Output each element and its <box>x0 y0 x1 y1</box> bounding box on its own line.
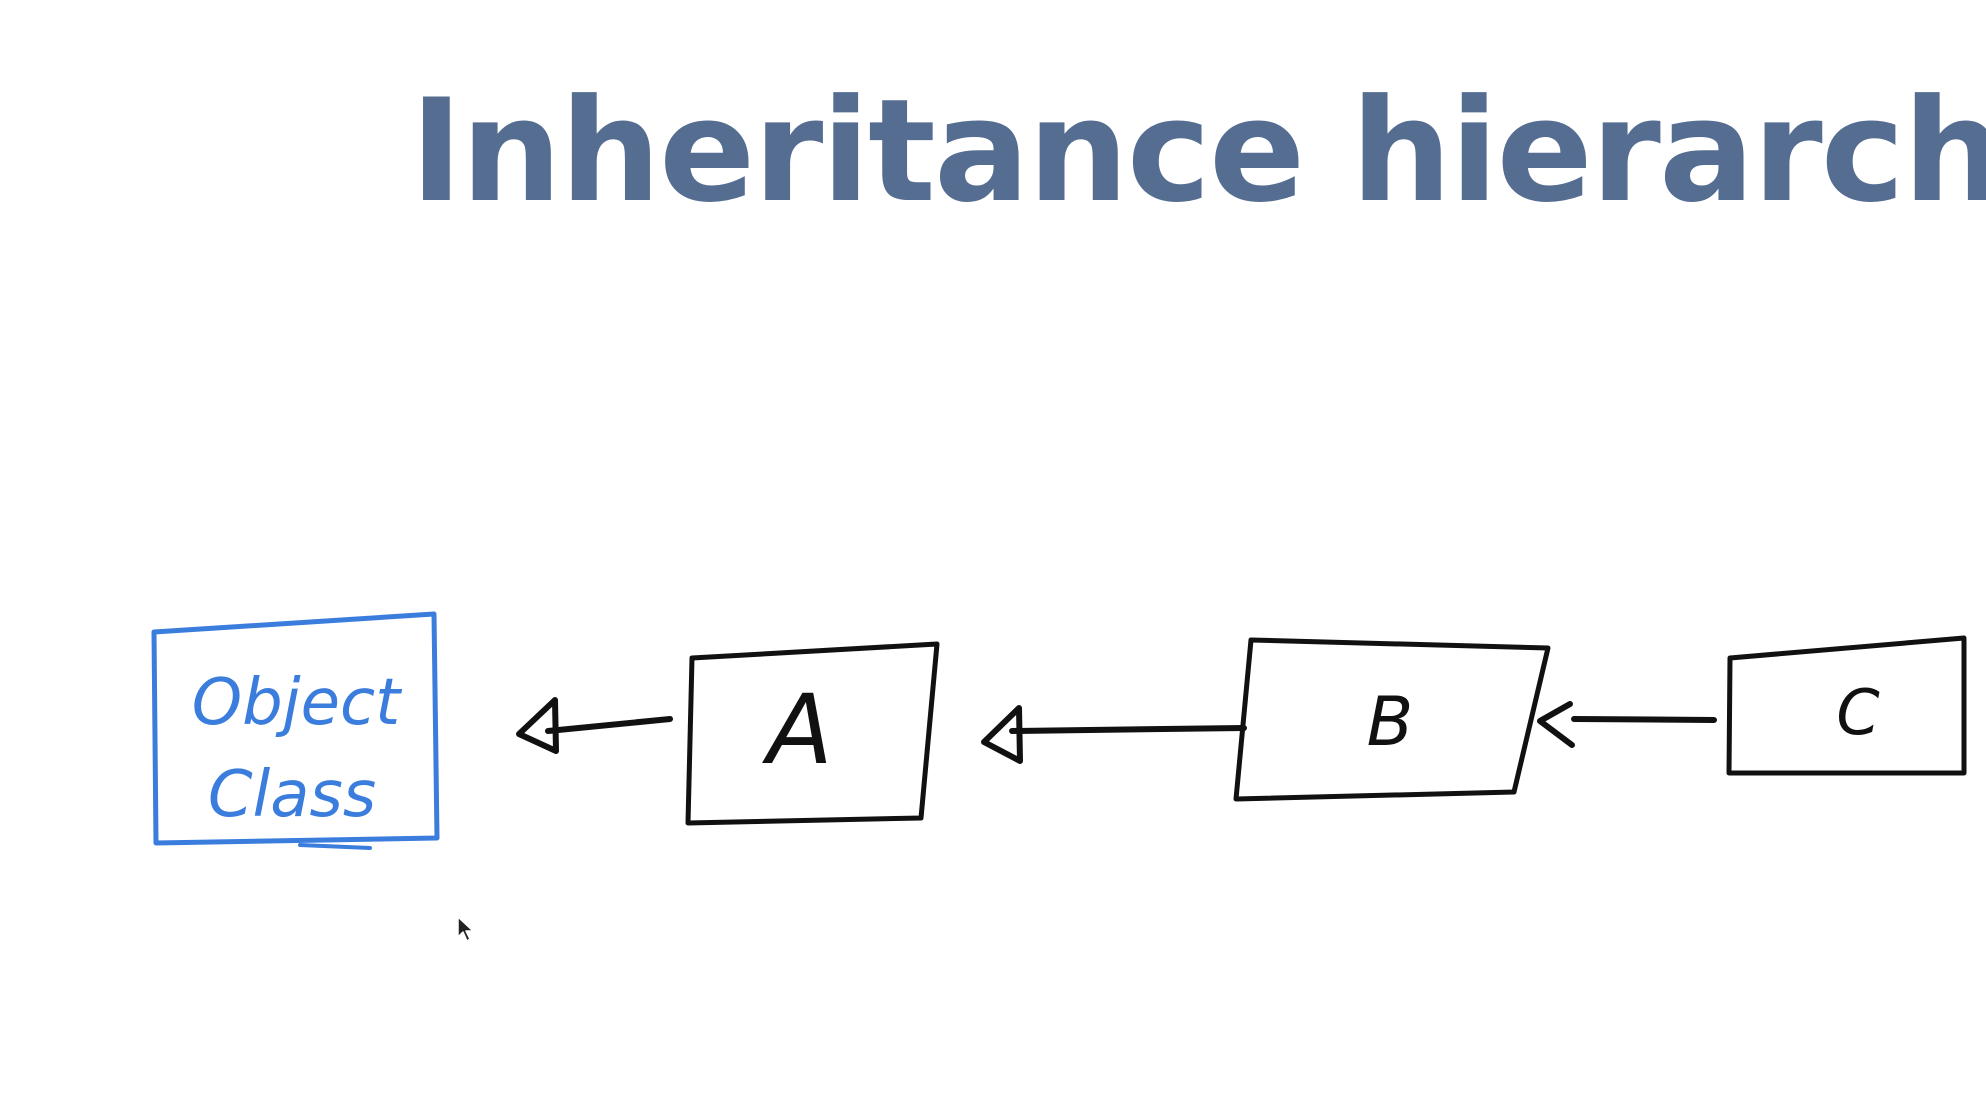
node-b-box <box>1233 637 1551 802</box>
node-object-class: Object Class <box>151 611 440 850</box>
edge-c-to-b-arrowhead <box>1537 701 1575 748</box>
edge-a-to-object-line <box>545 716 673 734</box>
mouse-pointer-icon <box>457 916 474 942</box>
node-c-label: C <box>1836 676 1880 749</box>
node-a: A <box>685 641 940 826</box>
edge-b-to-a-arrowhead <box>981 705 1023 764</box>
node-a-label: A <box>761 674 833 786</box>
node-object-class-box <box>151 611 440 846</box>
node-c-box <box>1726 635 1967 776</box>
slide-title: Inheritance hierarchy <box>410 69 1986 234</box>
node-c: C <box>1726 635 1967 776</box>
edge-b-to-a-line <box>1009 725 1247 734</box>
node-b-label: B <box>1367 683 1414 762</box>
edge-b-to-a <box>981 705 1247 764</box>
edge-a-to-object-arrowhead <box>516 697 559 754</box>
edge-a-to-object <box>516 697 673 754</box>
edge-c-to-b-line <box>1571 716 1717 723</box>
node-object-class-label-line2: Class <box>208 758 376 832</box>
node-b: B <box>1233 637 1551 802</box>
node-object-class-box-tail <box>298 843 372 850</box>
node-a-box <box>685 641 940 826</box>
node-object-class-label-line1: Object <box>192 666 403 740</box>
edge-c-to-b <box>1537 701 1717 748</box>
